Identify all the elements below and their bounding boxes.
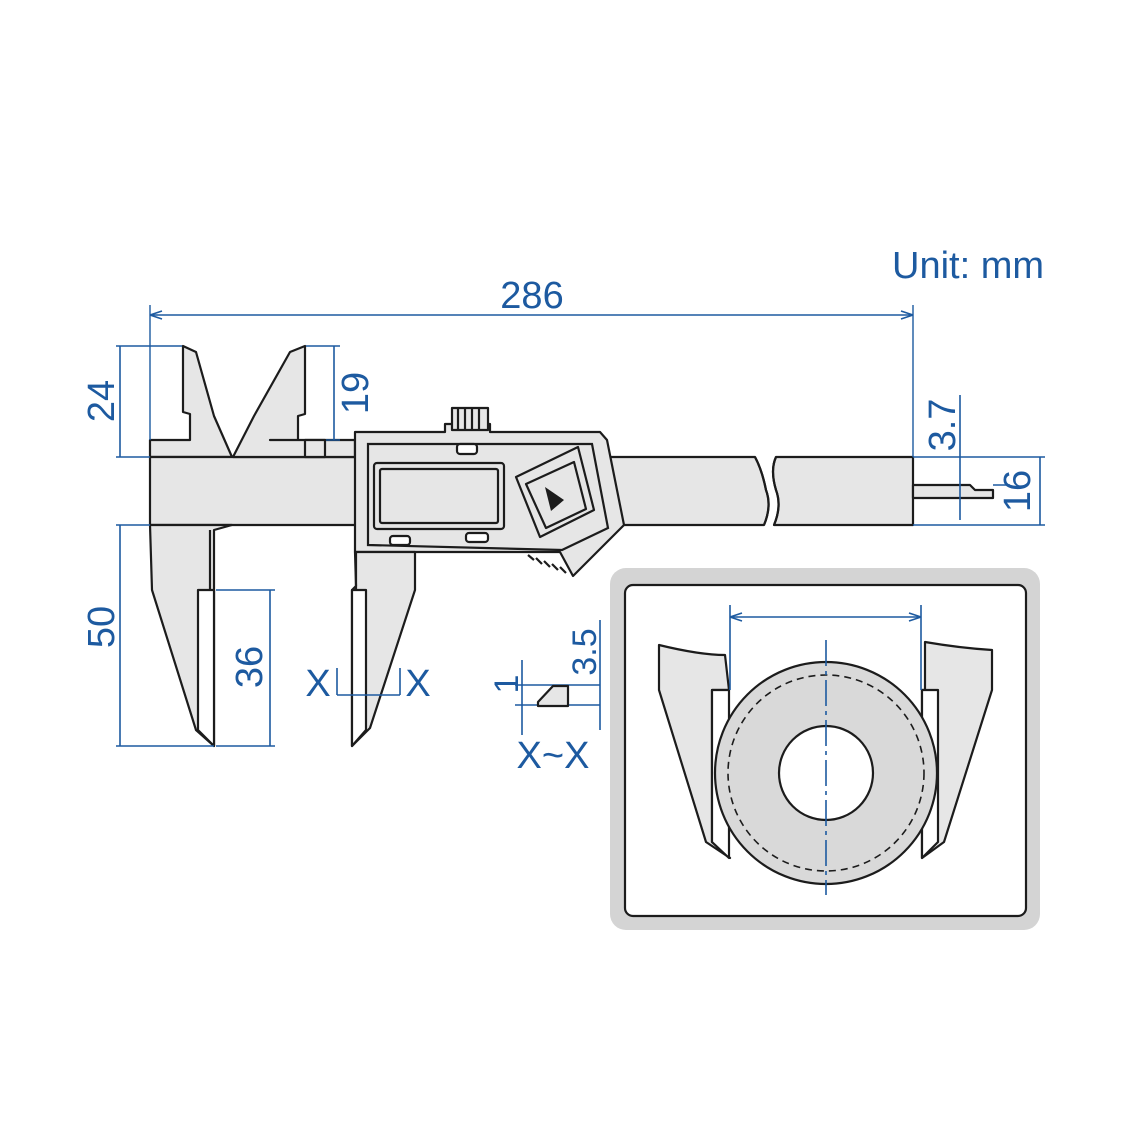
dimension-lines [116, 305, 1045, 747]
section-marker-left: X [305, 663, 330, 705]
beam-break-left [754, 456, 770, 526]
dim-edge-height: 3.5 [566, 628, 604, 675]
section-label: X~X [517, 735, 590, 777]
play-icon [545, 487, 564, 511]
section-profile [536, 684, 570, 708]
section-marker-right: X [405, 663, 430, 705]
sliding-lower-jaw-edge [350, 588, 368, 748]
zero-button [464, 531, 490, 544]
dim-beam-width: 16 [997, 470, 1039, 512]
dim-inside-jaw-depth: 19 [335, 372, 377, 414]
lcd-display-window [378, 467, 500, 525]
dim-knife-edge-length: 36 [229, 646, 271, 688]
fixed-lower-jaw [148, 523, 234, 748]
slider-inner-frame [366, 442, 610, 552]
slider-knurl [527, 554, 567, 574]
beam-break-right [771, 456, 780, 526]
beam-end-piece [771, 455, 915, 527]
dim-overall-length: 286 [500, 275, 563, 317]
dim-depth-rod: 3.7 [922, 399, 964, 452]
dim-edge-thickness: 1 [488, 675, 526, 694]
depth-rod [911, 483, 995, 500]
unit-label: Unit: mm [892, 245, 1044, 287]
fixed-lower-jaw-edge [196, 588, 216, 748]
dim-lower-jaw-length: 50 [81, 606, 123, 648]
dim-outside-jaw-depth: 24 [81, 380, 123, 422]
sliding-upper-jaw-lip [303, 438, 327, 459]
mode-button [388, 534, 412, 547]
inset-usage-illustration [610, 568, 1040, 930]
top-button [455, 442, 479, 456]
fixed-upper-jaw [148, 344, 234, 459]
caliper-body [148, 344, 995, 748]
